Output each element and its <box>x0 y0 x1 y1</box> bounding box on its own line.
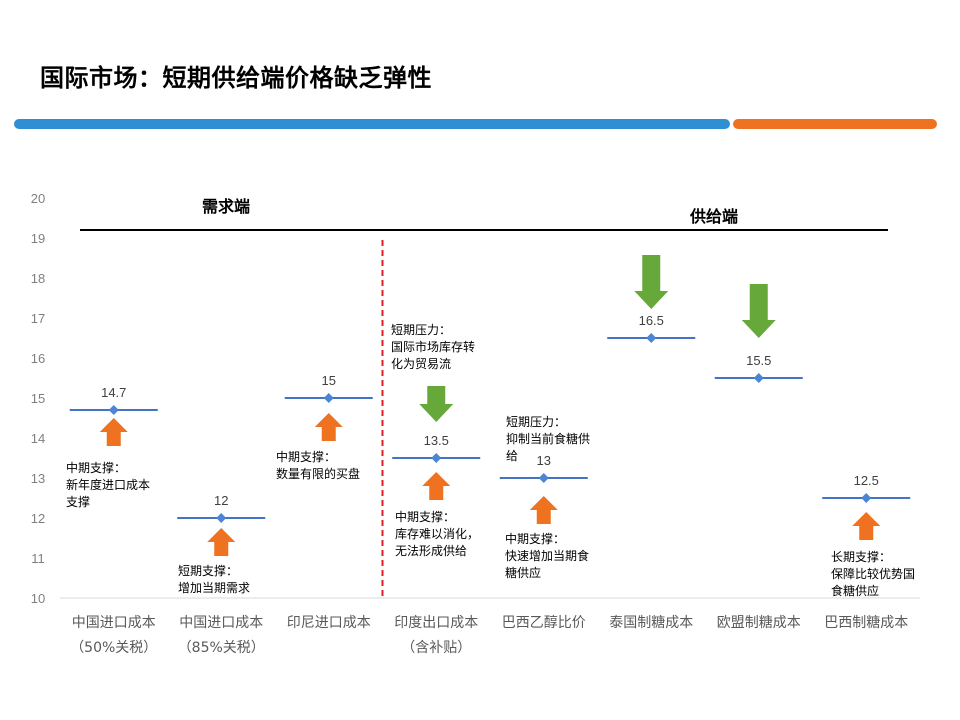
data-label: 13 <box>537 453 551 468</box>
annotation-line: 化为贸易流 <box>391 357 451 371</box>
x-tick-label: （含补贴） <box>401 640 471 656</box>
annotation-line: 食糖供应 <box>831 583 879 598</box>
y-tick-label: 17 <box>31 311 45 326</box>
x-tick-label: 巴西制糖成本 <box>824 615 908 631</box>
data-point <box>431 453 442 463</box>
annotation-line: 无法形成供给 <box>395 544 467 558</box>
annotation: 短期支撑： 增加当期需求 <box>178 563 250 595</box>
x-axis: 中国进口成本 （50%关税） 中国进口成本 （85%关税） 印尼进口成本 印度出口成本 （含… <box>70 614 908 656</box>
x-tick-label: 印尼进口成本 <box>287 615 371 631</box>
data-label: 13.5 <box>424 433 449 448</box>
y-tick-label: 14 <box>31 431 45 446</box>
annotation-line: 新年度进口成本 <box>66 477 150 492</box>
annotation-line: 抑制当前食糖供 <box>506 431 590 446</box>
y-tick-label: 11 <box>31 551 45 566</box>
data-point <box>538 473 549 483</box>
data-point <box>646 333 657 343</box>
data-label: 12 <box>214 493 228 508</box>
x-tick-label: （85%关税） <box>178 640 265 656</box>
annotation-line: 短期压力： <box>391 323 451 337</box>
annotation-line: 快速增加当期食 <box>505 548 589 563</box>
section-label: 供给端 <box>689 207 738 226</box>
annotation-line: 糖供应 <box>505 565 541 580</box>
annotation-line: 中期支撑： <box>276 449 336 464</box>
section-label: 需求端 <box>202 197 250 216</box>
data-point <box>753 373 764 383</box>
up-arrow-icon <box>422 472 451 500</box>
x-tick-label: 欧盟制糖成本 <box>717 615 801 631</box>
down-arrow-icon <box>741 284 776 338</box>
y-tick-label: 10 <box>31 591 45 606</box>
up-arrow-icon <box>852 512 881 540</box>
annotation-line: 中期支撑： <box>505 531 565 546</box>
down-arrow-icon <box>634 255 669 309</box>
down-arrow-icon <box>419 386 454 422</box>
annotation: 中期支撑： 库存难以消化， 无法形成供给 <box>395 509 479 558</box>
x-tick-label: 巴西乙醇比价 <box>502 614 586 631</box>
header-band-orange <box>733 119 937 129</box>
y-tick-label: 18 <box>31 271 45 286</box>
data-label: 14.7 <box>101 385 126 400</box>
annotation-line: 数量有限的买盘 <box>276 466 360 481</box>
x-tick-label: 中国进口成本 <box>72 615 156 631</box>
data-label: 16.5 <box>639 313 664 328</box>
annotation-line: 给 <box>506 449 518 463</box>
y-tick-label: 16 <box>31 351 45 366</box>
data-point <box>323 393 334 403</box>
x-tick-label: 印度出口成本 <box>394 615 478 631</box>
annotation-line: 短期压力： <box>506 415 566 429</box>
header-band-blue <box>14 119 730 129</box>
data-label: 12.5 <box>854 473 879 488</box>
slide-title: 国际市场：短期供给端价格缺乏弹性 <box>40 64 432 92</box>
x-tick-label: 中国进口成本 <box>179 615 263 631</box>
data-point <box>216 513 227 523</box>
data-label: 15.5 <box>746 353 771 368</box>
up-arrow-icon <box>314 413 343 441</box>
up-arrow-icon <box>207 528 236 556</box>
data-marks: 14.7 12 15 13.5 13 16.5 15.5 12.5 <box>69 313 911 523</box>
annotation-line: 增加当期需求 <box>178 581 250 595</box>
x-tick-label: 泰国制糖成本 <box>609 615 693 631</box>
annotation-line: 中期支撑： <box>66 460 126 475</box>
up-arrow-icon <box>529 496 558 524</box>
x-tick-label: （50%关税） <box>70 640 157 656</box>
up-arrow-icon <box>99 418 128 446</box>
y-axis: 10 11 12 13 14 15 16 17 18 19 20 <box>31 191 45 606</box>
annotation-line: 保障比较优势国 <box>831 566 915 581</box>
y-tick-label: 20 <box>31 191 45 206</box>
y-tick-label: 13 <box>31 471 45 486</box>
annotation-line: 国际市场库存转 <box>391 339 475 354</box>
data-point <box>861 493 872 503</box>
y-tick-label: 19 <box>31 231 45 246</box>
annotation-line: 中期支撑： <box>395 509 455 524</box>
data-label: 15 <box>322 373 336 388</box>
annotation-line: 长期支撑： <box>831 549 891 564</box>
annotation-line: 库存难以消化， <box>395 526 479 541</box>
annotation-line: 短期支撑： <box>178 563 238 578</box>
annotation-line: 支撑 <box>66 494 90 509</box>
data-point <box>108 405 119 415</box>
y-tick-label: 12 <box>31 511 45 526</box>
y-tick-label: 15 <box>31 391 45 406</box>
annotation: 中期支撑： 数量有限的买盘 <box>276 449 360 481</box>
arrows <box>99 255 881 556</box>
